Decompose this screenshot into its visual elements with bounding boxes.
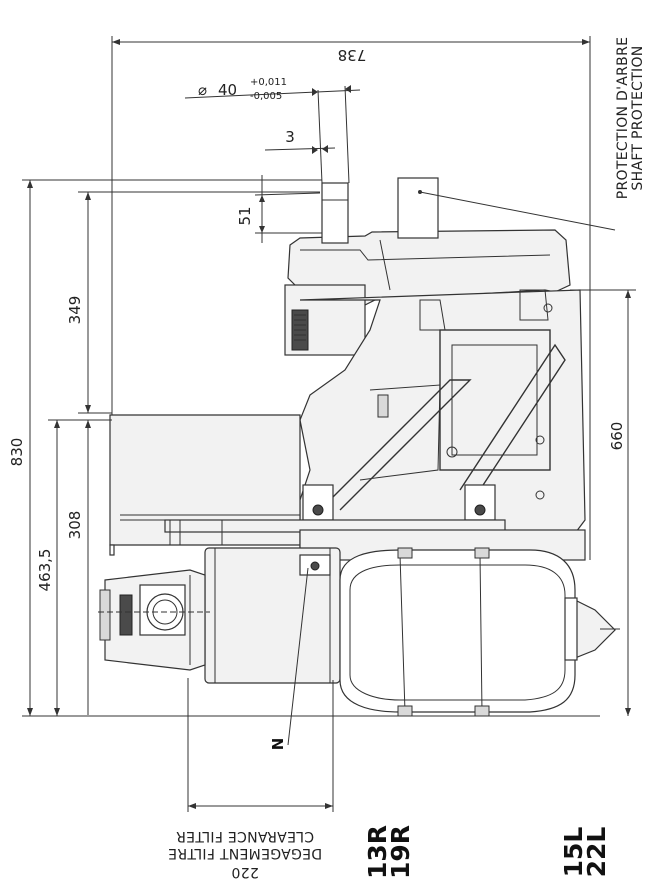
model-13r: 13R xyxy=(363,825,392,879)
tol-upper: +0,011 xyxy=(250,77,287,88)
dim-phi40: 40 xyxy=(218,81,237,99)
machine-body xyxy=(99,177,616,717)
label-shaft-protection-en: SHAFT PROTECTION xyxy=(630,45,646,190)
label-filter-en: CLEARANCE FILTER xyxy=(176,828,314,844)
label-n: N xyxy=(269,738,287,751)
dim-738: 738 xyxy=(338,46,367,64)
dim-830: 830 xyxy=(8,438,26,467)
model-15l: 15L xyxy=(559,827,588,878)
dim-51: 51 xyxy=(236,206,254,225)
phi-symbol: ⌀ xyxy=(198,81,207,99)
dim-349: 349 xyxy=(66,296,84,325)
dimension-texts: 738 ⌀ 40 +0,011 -0,005 3 51 830 349 463,… xyxy=(8,37,646,880)
dim-660: 660 xyxy=(608,422,626,451)
tol-lower: -0,005 xyxy=(250,91,282,102)
dimension-lines xyxy=(22,36,636,812)
label-shaft-protection-fr: PROTECTION D'ARBRE xyxy=(615,37,631,200)
model-19r: 19R xyxy=(386,825,415,879)
model-22l: 22L xyxy=(582,827,611,878)
dim-463-5: 463,5 xyxy=(36,549,54,592)
dim-220: 220 xyxy=(231,864,259,880)
label-filter-fr: DEGAGEMENT FILTRE xyxy=(168,845,322,861)
dim-3: 3 xyxy=(285,128,295,146)
dim-308: 308 xyxy=(66,511,84,540)
